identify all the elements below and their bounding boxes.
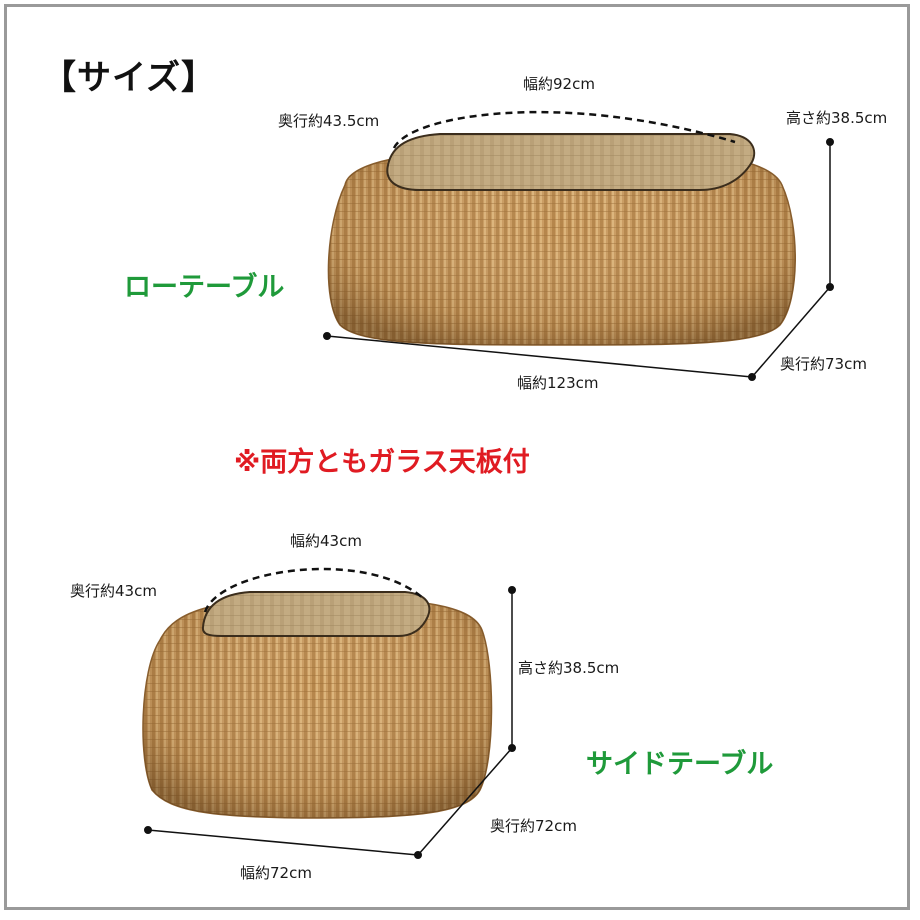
low-table-top-width-label: 幅約92cm: [523, 75, 595, 93]
page-title: 【サイズ】: [42, 58, 216, 98]
side-table-width-label: 幅約72cm: [240, 864, 312, 882]
image-frame: [4, 4, 910, 910]
low-table-width-label: 幅約123cm: [517, 374, 599, 392]
side-table-height-label: 高さ約38.5cm: [518, 659, 620, 677]
low-table-height-label: 高さ約38.5cm: [786, 109, 888, 127]
side-table-illustration: [142, 591, 493, 819]
side-table-top-width-label: 幅約43cm: [290, 532, 362, 550]
side-table-depth-label: 奥行約72cm: [490, 817, 577, 835]
side-table-dimension-lines: [144, 567, 516, 859]
low-table-depth-label: 奥行約73cm: [780, 355, 867, 373]
side-table-top-depth-label: 奥行約43cm: [70, 582, 157, 600]
glass-top-note: ※両方ともガラス天板付: [234, 447, 530, 478]
low-table-illustration: [327, 133, 796, 346]
low-table-name: ローテーブル: [124, 272, 285, 303]
low-table-top-depth-label: 奥行約43.5cm: [278, 112, 380, 130]
side-table-name: サイドテーブル: [586, 749, 774, 780]
low-table-dimension-lines: [323, 110, 834, 381]
